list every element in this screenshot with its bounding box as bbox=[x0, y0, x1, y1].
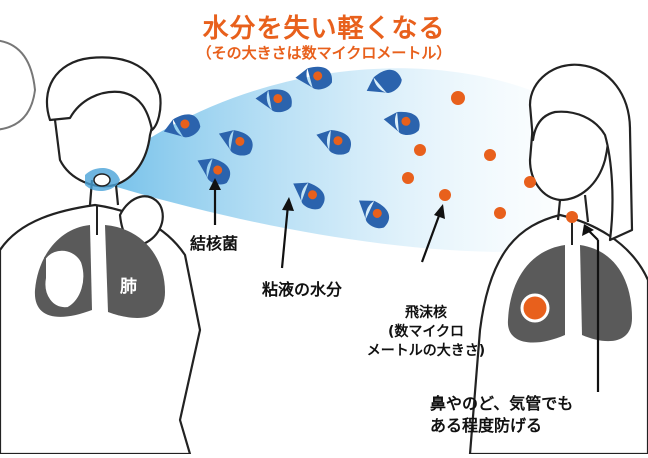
droplet bbox=[197, 158, 231, 185]
lung-infection-spot bbox=[520, 293, 550, 323]
diagram-title: 水分を失い軽くなる bbox=[202, 14, 446, 44]
diagram-subtitle: （その大きさは数マイクロメートル） bbox=[196, 44, 452, 62]
droplet bbox=[295, 66, 333, 90]
lung-cavity bbox=[43, 248, 86, 310]
droplet bbox=[316, 130, 352, 155]
spray-cone bbox=[110, 68, 560, 252]
label-arrows bbox=[209, 178, 600, 392]
label-lung: 肺 bbox=[120, 277, 137, 297]
droplet bbox=[293, 182, 325, 210]
droplet bbox=[255, 89, 292, 113]
droplet bbox=[163, 114, 201, 138]
droplets bbox=[163, 66, 420, 229]
label-mucus-water: 粘液の水分 bbox=[262, 280, 343, 299]
label-airway-protection: 鼻やのど、気管でも ある程度防げる bbox=[430, 394, 574, 435]
label-lung-cavity: 空洞 bbox=[54, 264, 72, 305]
side-bubble bbox=[0, 39, 37, 131]
nose-droplet-nucleus bbox=[566, 211, 578, 223]
label-tb-bacteria: 結核菌 bbox=[190, 234, 239, 253]
droplet bbox=[366, 69, 402, 93]
label-droplet-nuclei: 飛沫核 (数マイクロ メートルの大きさ) bbox=[366, 305, 486, 359]
sick-person bbox=[0, 56, 202, 456]
droplet bbox=[383, 111, 420, 135]
droplet bbox=[218, 130, 253, 156]
droplet-nuclei bbox=[402, 91, 536, 219]
droplet bbox=[359, 200, 390, 229]
cough-mouth-open bbox=[93, 173, 111, 187]
